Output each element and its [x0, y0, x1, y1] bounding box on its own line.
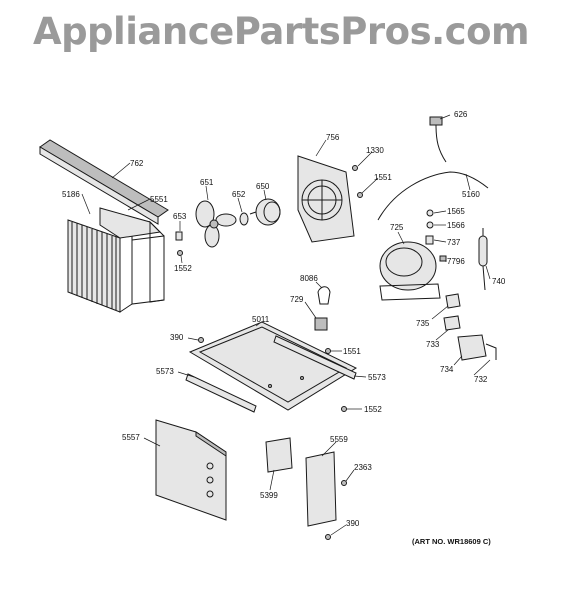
part-756-bracket[interactable] [297, 155, 355, 243]
part-8086-connector[interactable] [317, 286, 331, 305]
part-5399-bracket[interactable] [265, 437, 293, 473]
part-5573-rail-a[interactable] [185, 373, 257, 413]
leader-lines [81, 114, 491, 536]
part-5557-cover[interactable] [155, 419, 227, 521]
part-653-nut[interactable] [175, 231, 183, 241]
label-734: 734 [440, 365, 454, 374]
part-1552-screw-b[interactable] [341, 406, 347, 412]
label-8086: 8086 [300, 274, 318, 283]
part-1330-screw[interactable] [352, 165, 358, 171]
label-651: 651 [200, 178, 214, 187]
label-1551-b: 1551 [343, 347, 361, 356]
part-651-fan-blade[interactable] [195, 200, 237, 248]
label-1566: 1566 [447, 221, 465, 230]
label-5399: 5399 [260, 491, 278, 500]
label-5551: 5551 [150, 195, 168, 204]
label-1330: 1330 [366, 146, 384, 155]
label-5011: 5011 [252, 315, 270, 324]
part-5551-shroud[interactable] [99, 207, 165, 305]
label-5186: 5186 [62, 190, 80, 199]
part-725-compressor[interactable] [379, 241, 441, 301]
part-390-screw-b[interactable] [325, 534, 331, 540]
label-5573-a: 5573 [156, 367, 174, 376]
part-733-relay-cover[interactable] [443, 315, 461, 331]
part-650-fan-motor[interactable] [249, 198, 281, 226]
label-650: 650 [256, 182, 270, 191]
part-390-screw-a[interactable] [198, 337, 204, 343]
part-5559-panel[interactable] [305, 451, 337, 527]
part-2363-screw[interactable] [341, 480, 347, 486]
part-735-overload[interactable] [445, 293, 461, 309]
label-756: 756 [326, 133, 340, 142]
part-732-cord[interactable] [485, 343, 497, 360]
part-734-capacitor[interactable] [457, 334, 487, 361]
part-652-collar[interactable] [239, 212, 249, 226]
part-5186-condenser[interactable] [67, 219, 133, 313]
label-653: 653 [173, 212, 187, 221]
label-729: 729 [290, 295, 304, 304]
label-626: 626 [454, 110, 468, 119]
label-735: 735 [416, 319, 430, 328]
part-5160-tube[interactable] [377, 171, 489, 221]
label-2363: 2363 [354, 463, 372, 472]
label-390-a: 390 [170, 333, 184, 342]
label-732: 732 [474, 375, 488, 384]
label-1565: 1565 [447, 207, 465, 216]
label-5559: 5559 [330, 435, 348, 444]
part-1551-screw-b[interactable] [325, 348, 331, 354]
label-5557: 5557 [122, 433, 140, 442]
label-1552-b: 1552 [364, 405, 382, 414]
part-1565-grommet[interactable] [426, 209, 434, 217]
label-7796: 7796 [447, 257, 465, 266]
label-652: 652 [232, 190, 246, 199]
label-5160: 5160 [462, 190, 480, 199]
label-762: 762 [130, 159, 144, 168]
part-762-strip[interactable] [39, 139, 169, 225]
label-5573-b: 5573 [368, 373, 386, 382]
art-number: (ART NO. WR18609 C) [412, 537, 491, 546]
label-737: 737 [447, 238, 461, 247]
part-1551-screw-a[interactable] [357, 192, 363, 198]
part-626-drier-tube[interactable] [429, 116, 447, 163]
watermark: AppliancePartsPros.com [32, 10, 530, 53]
part-1566-grommet[interactable] [426, 221, 434, 229]
part-740-capillary[interactable] [478, 228, 488, 291]
part-1552-screw-a[interactable] [177, 250, 183, 256]
part-labels: 762 5186 5551 651 652 650 653 1552 756 1… [62, 110, 506, 546]
label-733: 733 [426, 340, 440, 349]
label-725: 725 [390, 223, 404, 232]
part-737-grommet[interactable] [425, 235, 434, 245]
part-5573-rail-b[interactable] [273, 335, 357, 380]
part-7796-clip[interactable] [439, 255, 447, 262]
label-390-b: 390 [346, 519, 360, 528]
part-729-relay[interactable] [314, 317, 328, 331]
label-740: 740 [492, 277, 506, 286]
label-1552-a: 1552 [174, 264, 192, 273]
label-1551-a: 1551 [374, 173, 392, 182]
